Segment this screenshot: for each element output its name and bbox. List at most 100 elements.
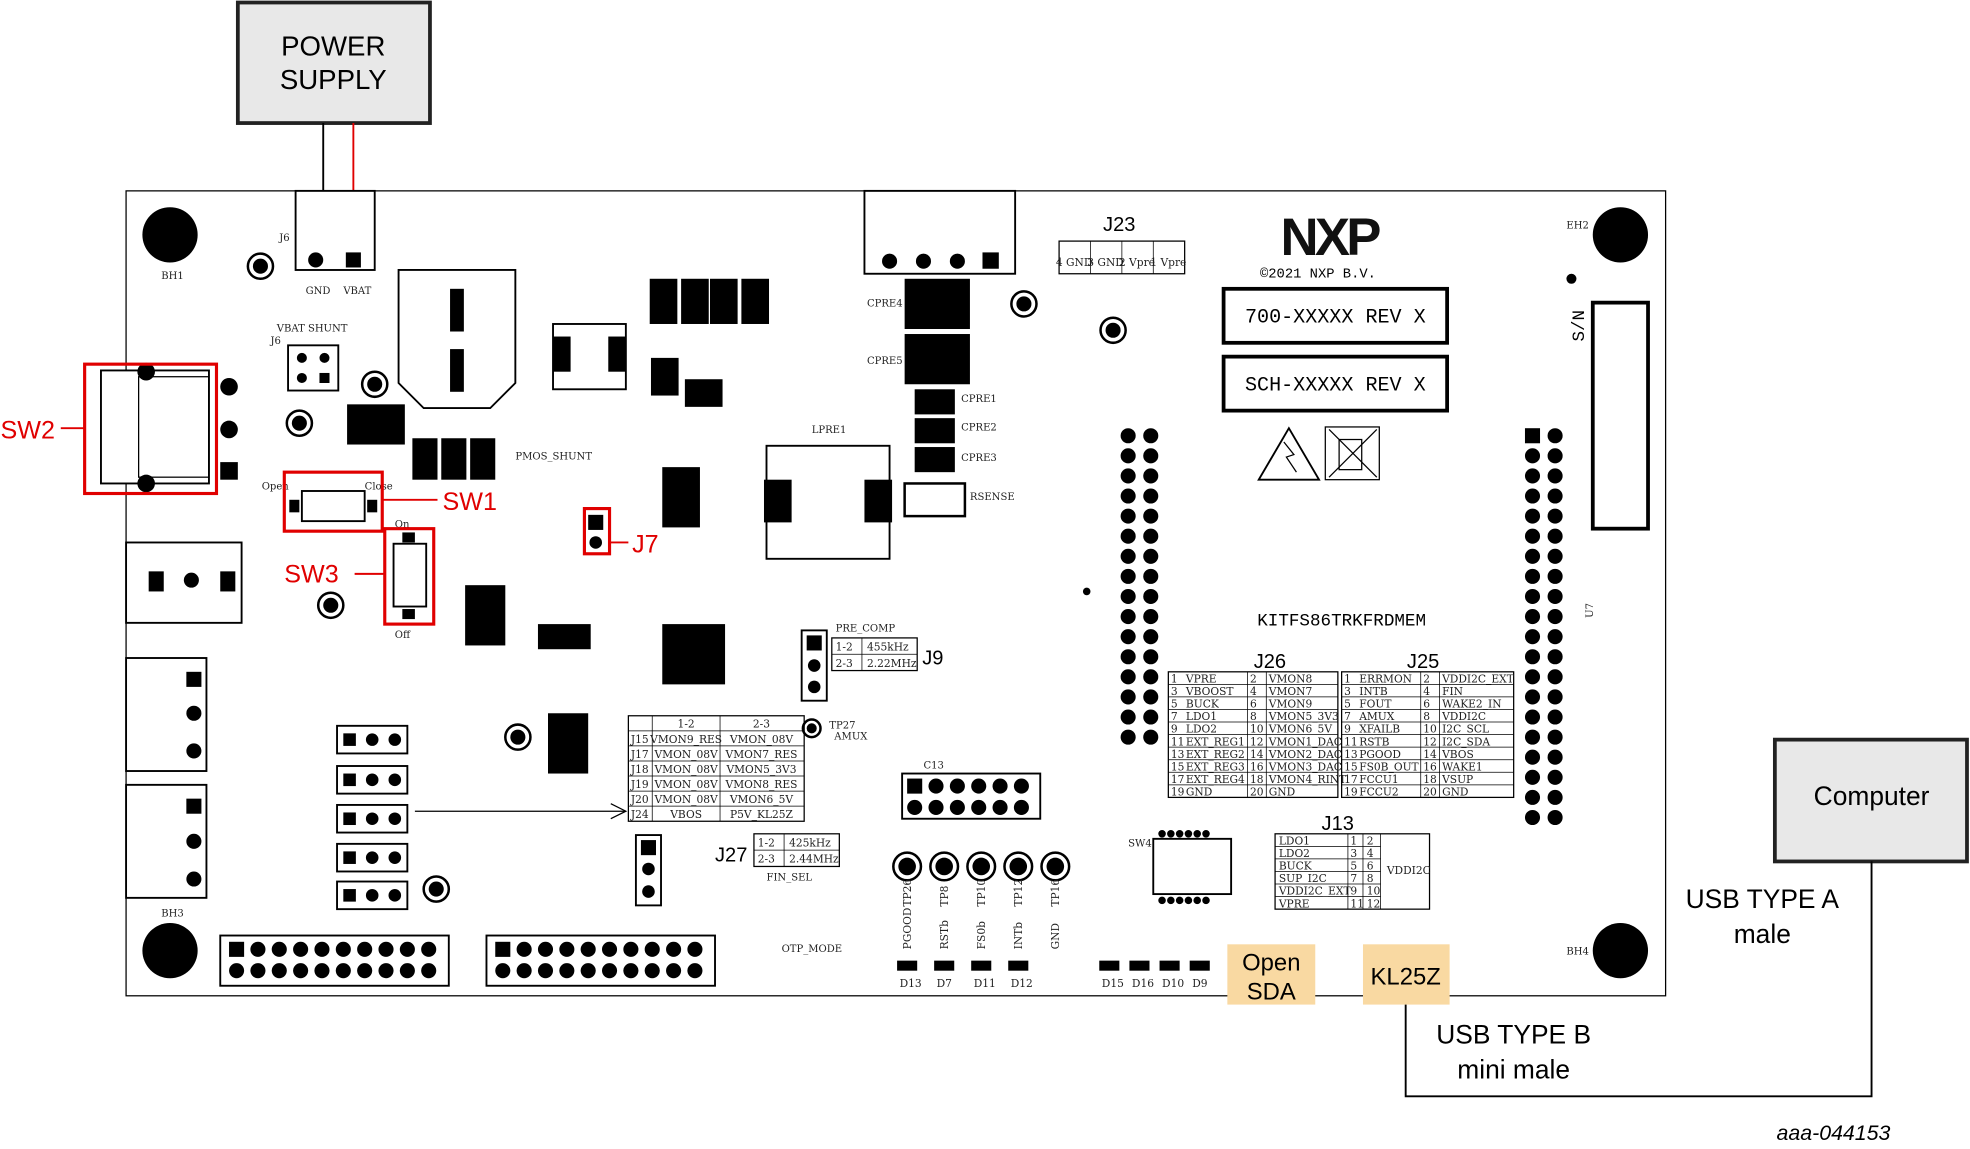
header-pin [1547, 689, 1563, 705]
header-pin [1524, 809, 1541, 826]
j25-cell: AMUX [1358, 710, 1395, 723]
j25-cell: 5 [1344, 698, 1351, 711]
j13-cell: 2 [1367, 834, 1374, 847]
test-points: TP26PGOODTP8RSTbTP10FS0bTP12INTbTP16GNDD… [892, 851, 1210, 990]
test-point [929, 851, 960, 882]
j26-cell: EXT_REG2 [1186, 748, 1245, 761]
power-supply-line2: SUPPLY [280, 64, 387, 95]
j25-cell: PGOOD [1359, 748, 1401, 761]
header-pin [378, 963, 394, 979]
header-pin [516, 941, 532, 957]
header-pin [1143, 548, 1159, 564]
tp27-label: TP27 [829, 720, 855, 731]
j25-cell: 8 [1423, 710, 1430, 723]
usb-cable [1404, 861, 1873, 1098]
header-pin [1524, 609, 1541, 625]
mounting-hole-bh4 [1592, 922, 1649, 979]
header-pin-1 [229, 941, 245, 957]
header-pin [335, 963, 351, 979]
test-point-name: FS0b [975, 921, 988, 949]
header-pin [1120, 568, 1136, 584]
j9-cell: 1-2 [836, 640, 853, 653]
mounting-hole-bh3 [142, 922, 198, 979]
header-pin [580, 941, 596, 957]
test-point-label: TP16 [1049, 879, 1062, 907]
j26-cell: VMON8 [1268, 672, 1313, 685]
j26-cell: 9 [1171, 723, 1178, 736]
j26-cell: 16 [1250, 760, 1264, 773]
header-pin [1120, 588, 1136, 605]
header-pin [1143, 669, 1159, 685]
j26-cell: 15 [1171, 760, 1185, 773]
j26-cell: GND [1269, 786, 1295, 799]
cpre1-label: CPRE1 [961, 394, 997, 405]
lpre1-label: LPRE1 [812, 425, 847, 436]
sw3-callout: SW3 [284, 561, 338, 589]
pmos-shunt-label: PMOS_SHUNT [515, 452, 592, 463]
jumper-cell: J20 [630, 793, 649, 806]
header-pin [1547, 629, 1563, 645]
usb-a-line2: male [1734, 919, 1791, 949]
j25-header [485, 934, 716, 987]
power-supply-line1: POWER [281, 30, 385, 61]
hole-label: EH2 [1566, 221, 1588, 232]
j23-pin-label: 4 GND [1056, 256, 1093, 269]
j13-vddi2c: VDDI2C [1386, 864, 1431, 877]
j25-cell: WAKE2_IN [1442, 698, 1502, 711]
j26-cell: 1 [1171, 672, 1178, 685]
j26-cell: BUCK [1186, 698, 1220, 711]
led-label: D10 [1162, 977, 1184, 990]
header-pin [1547, 649, 1563, 665]
otp-mode-label: OTP_MODE [782, 944, 843, 955]
j25-cell: FS0B_OUT [1359, 760, 1418, 773]
jumper-cell: VMON_08V [654, 778, 719, 791]
sw1-close-label: Close [365, 482, 393, 493]
header-pin [602, 941, 618, 957]
sw1-open-label: Open [262, 482, 290, 493]
header-pin [1167, 896, 1175, 905]
header-pin [1547, 488, 1563, 504]
j26-cell: 6 [1250, 698, 1257, 711]
header-pin [1524, 629, 1541, 645]
j25-cell: 20 [1423, 786, 1437, 799]
sw3-highlight [383, 527, 436, 626]
sw4-label: SW4 [1128, 838, 1152, 849]
mounting-hole-eh2 [1592, 207, 1649, 263]
header-pin [421, 963, 437, 979]
header-pin [559, 963, 575, 979]
header-pin [1524, 528, 1541, 544]
test-point-pad [972, 857, 991, 876]
cpre2-label: CPRE2 [961, 423, 997, 434]
j26-cell: EXT_REG1 [1186, 735, 1245, 748]
header-pin [495, 963, 511, 979]
jumper-cell: VMON6_5V [729, 793, 794, 806]
j25-cell: 12 [1423, 735, 1437, 748]
j4-label: J6 [269, 336, 280, 347]
header-pin [1524, 488, 1541, 504]
j25-cell: GND [1442, 786, 1468, 799]
header-pin [907, 799, 923, 815]
header-pin [580, 963, 596, 979]
header-pin [1524, 789, 1541, 805]
rev-label-1: 700-XXXXX REV X [1245, 307, 1426, 330]
header-pin [928, 778, 944, 794]
open-sda-line1: Open [1242, 950, 1300, 977]
header-pin [1547, 769, 1563, 785]
header-pin [1120, 468, 1136, 484]
jumper-cell: 2-3 [753, 718, 770, 731]
test-point [892, 851, 923, 882]
header-pin [1143, 488, 1159, 504]
jumper-cell: VMON_08V [654, 793, 719, 806]
kl25z-box [1362, 944, 1450, 1005]
pre-comp-label: PRE_COMP [836, 624, 896, 635]
j26-cell: EXT_REG3 [1186, 760, 1245, 773]
header-pin [1143, 709, 1159, 725]
header-pin [1547, 809, 1563, 826]
j26-cell: 11 [1171, 735, 1185, 748]
test-point-name: RSTb [938, 920, 951, 949]
computer-label: Computer [1814, 781, 1930, 811]
header-pin [687, 941, 703, 957]
esd-warning-icon [1257, 426, 1321, 481]
sw3-off-label: Off [395, 630, 411, 641]
header-pin [250, 941, 266, 957]
